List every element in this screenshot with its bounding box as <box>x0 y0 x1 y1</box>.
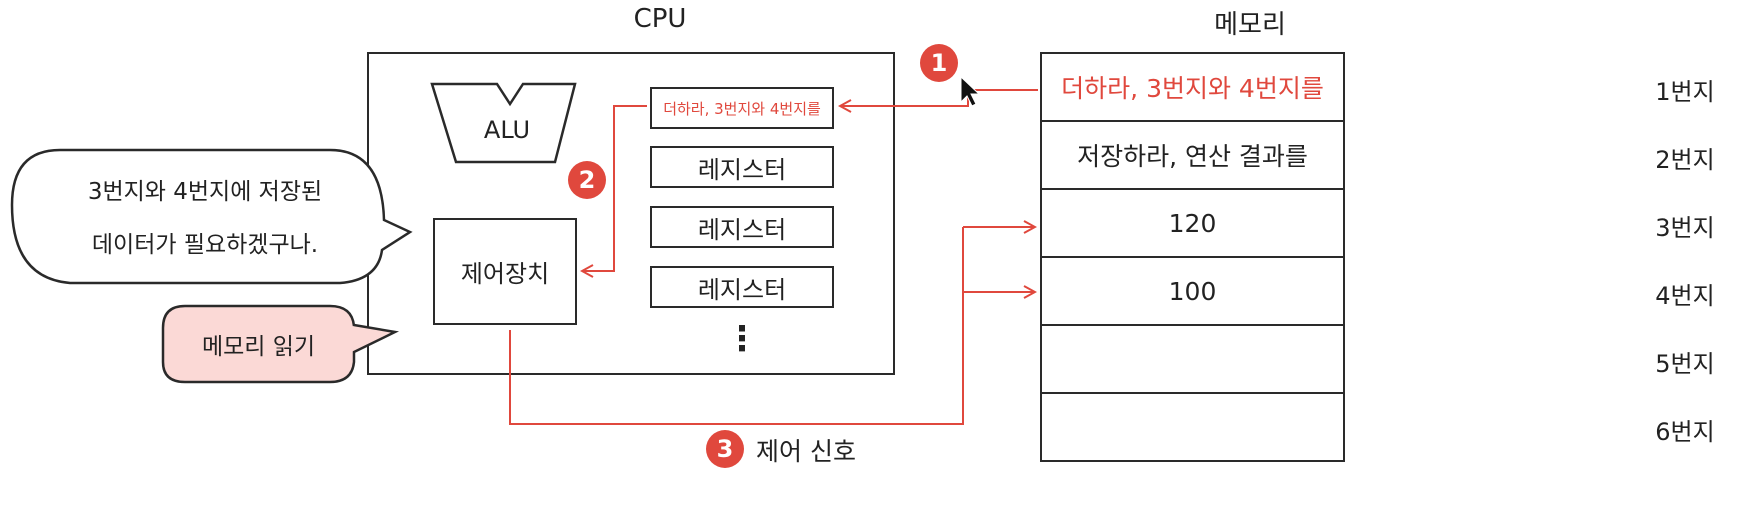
register-label: 레지스터 <box>697 215 787 244</box>
control-unit: 제어장치 <box>433 218 577 325</box>
memory-cell <box>1042 326 1343 394</box>
memory-cell-content: 저장하라, 연산 결과를 <box>1077 142 1308 171</box>
memory-cell-content: 100 <box>1168 276 1217 306</box>
instruction-register: 더하라, 3번지와 4번지를 <box>650 87 834 129</box>
memory-address-label: 5번지 <box>1655 350 1715 378</box>
memory-address-label: 1번지 <box>1655 78 1715 106</box>
cursor-icon <box>960 75 981 107</box>
read-bubble-shape <box>161 304 400 384</box>
control-signal-line <box>509 227 964 425</box>
memory-address-label: 4번지 <box>1655 282 1715 310</box>
memory-table: 더하라, 3번지와 4번지를 저장하라, 연산 결과를 120 100 <box>1040 52 1345 462</box>
memory-cell: 저장하라, 연산 결과를 <box>1042 122 1343 190</box>
register: 레지스터 <box>650 206 834 248</box>
control-unit-label: 제어장치 <box>460 260 550 288</box>
alu-label: ALU <box>483 116 531 144</box>
memory-address-label: 6번지 <box>1655 418 1715 446</box>
register-label: 레지스터 <box>697 155 787 184</box>
memory-address-label: 2번지 <box>1655 146 1715 174</box>
memory-cell: 더하라, 3번지와 4번지를 <box>1042 54 1343 122</box>
register: 레지스터 <box>650 146 834 188</box>
step-badge-2: 2 <box>568 161 606 199</box>
instruction-register-text: 더하라, 3번지와 4번지를 <box>663 99 821 118</box>
speech-bubble-line2: 데이터가 필요하겠구나. <box>91 232 319 258</box>
more-registers-indicator: ⋮ <box>725 319 759 359</box>
decode-arrow <box>582 105 647 271</box>
speech-bubble-shape <box>10 148 413 285</box>
memory-title: 메모리 <box>1214 10 1286 40</box>
register: 레지스터 <box>650 266 834 308</box>
memory-cell: 120 <box>1042 190 1343 258</box>
control-signal-label: 제어 신호 <box>756 437 856 466</box>
memory-cell-content: 더하라, 3번지와 4번지를 <box>1061 74 1324 103</box>
memory-cell: 100 <box>1042 258 1343 326</box>
speech-bubble-line1: 3번지와 4번지에 저장된 <box>87 179 323 205</box>
register-label: 레지스터 <box>697 275 787 304</box>
step-badge-3: 3 <box>706 430 744 468</box>
fetch-arrow <box>840 89 1038 106</box>
read-bubble-text: 메모리 읽기 <box>201 334 316 360</box>
cpu-title: CPU <box>633 4 687 34</box>
memory-cell-content: 120 <box>1168 208 1217 238</box>
memory-address-label: 3번지 <box>1655 214 1715 242</box>
step-badge-1: 1 <box>920 44 958 82</box>
